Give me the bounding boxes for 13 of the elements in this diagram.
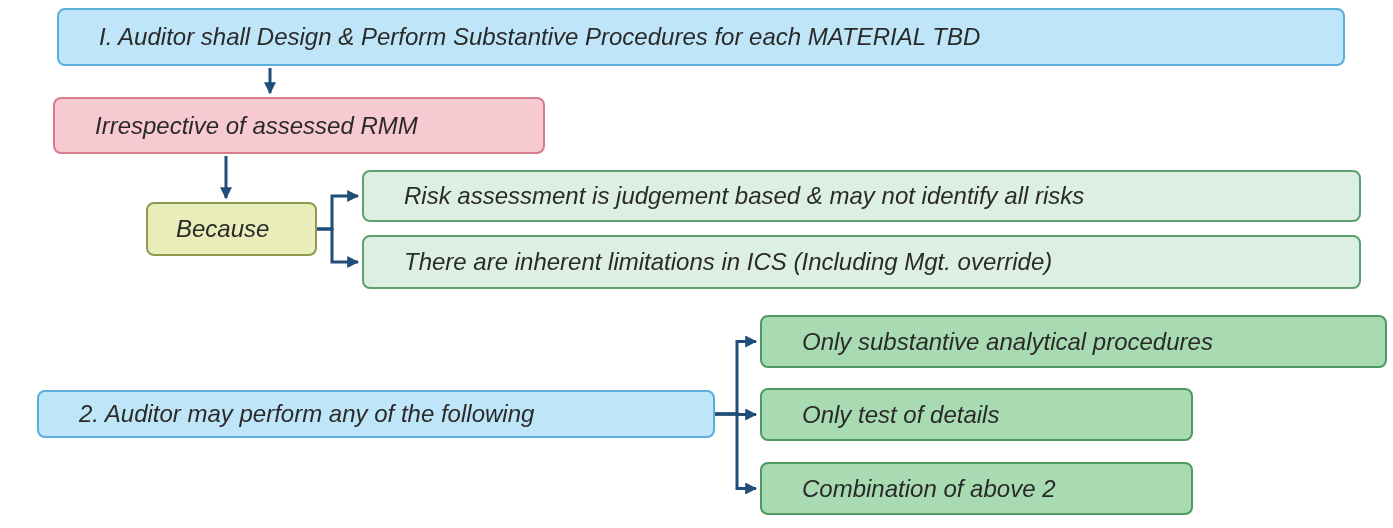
text-box: Because bbox=[146, 202, 317, 256]
arrow bbox=[264, 68, 276, 95]
text-box: Risk assessment is judgement based & may not identify all risks bbox=[362, 170, 1361, 222]
arrow bbox=[220, 156, 232, 200]
text-box: Only substantive analytical procedures bbox=[760, 315, 1387, 368]
arrow bbox=[715, 412, 758, 495]
text-box: There are inherent limitations in ICS (Including Mgt. override) bbox=[362, 235, 1361, 289]
text-box: I. Auditor shall Design & Perform Substantive Procedures for each MATERIAL TBD bbox=[57, 8, 1345, 66]
text-box: 2. Auditor may perform any of the following bbox=[37, 390, 715, 438]
arrow bbox=[317, 227, 360, 268]
text-box: Only test of details bbox=[760, 388, 1193, 441]
text-box: Irrespective of assessed RMM bbox=[53, 97, 545, 154]
text-box: Combination of above 2 bbox=[760, 462, 1193, 515]
